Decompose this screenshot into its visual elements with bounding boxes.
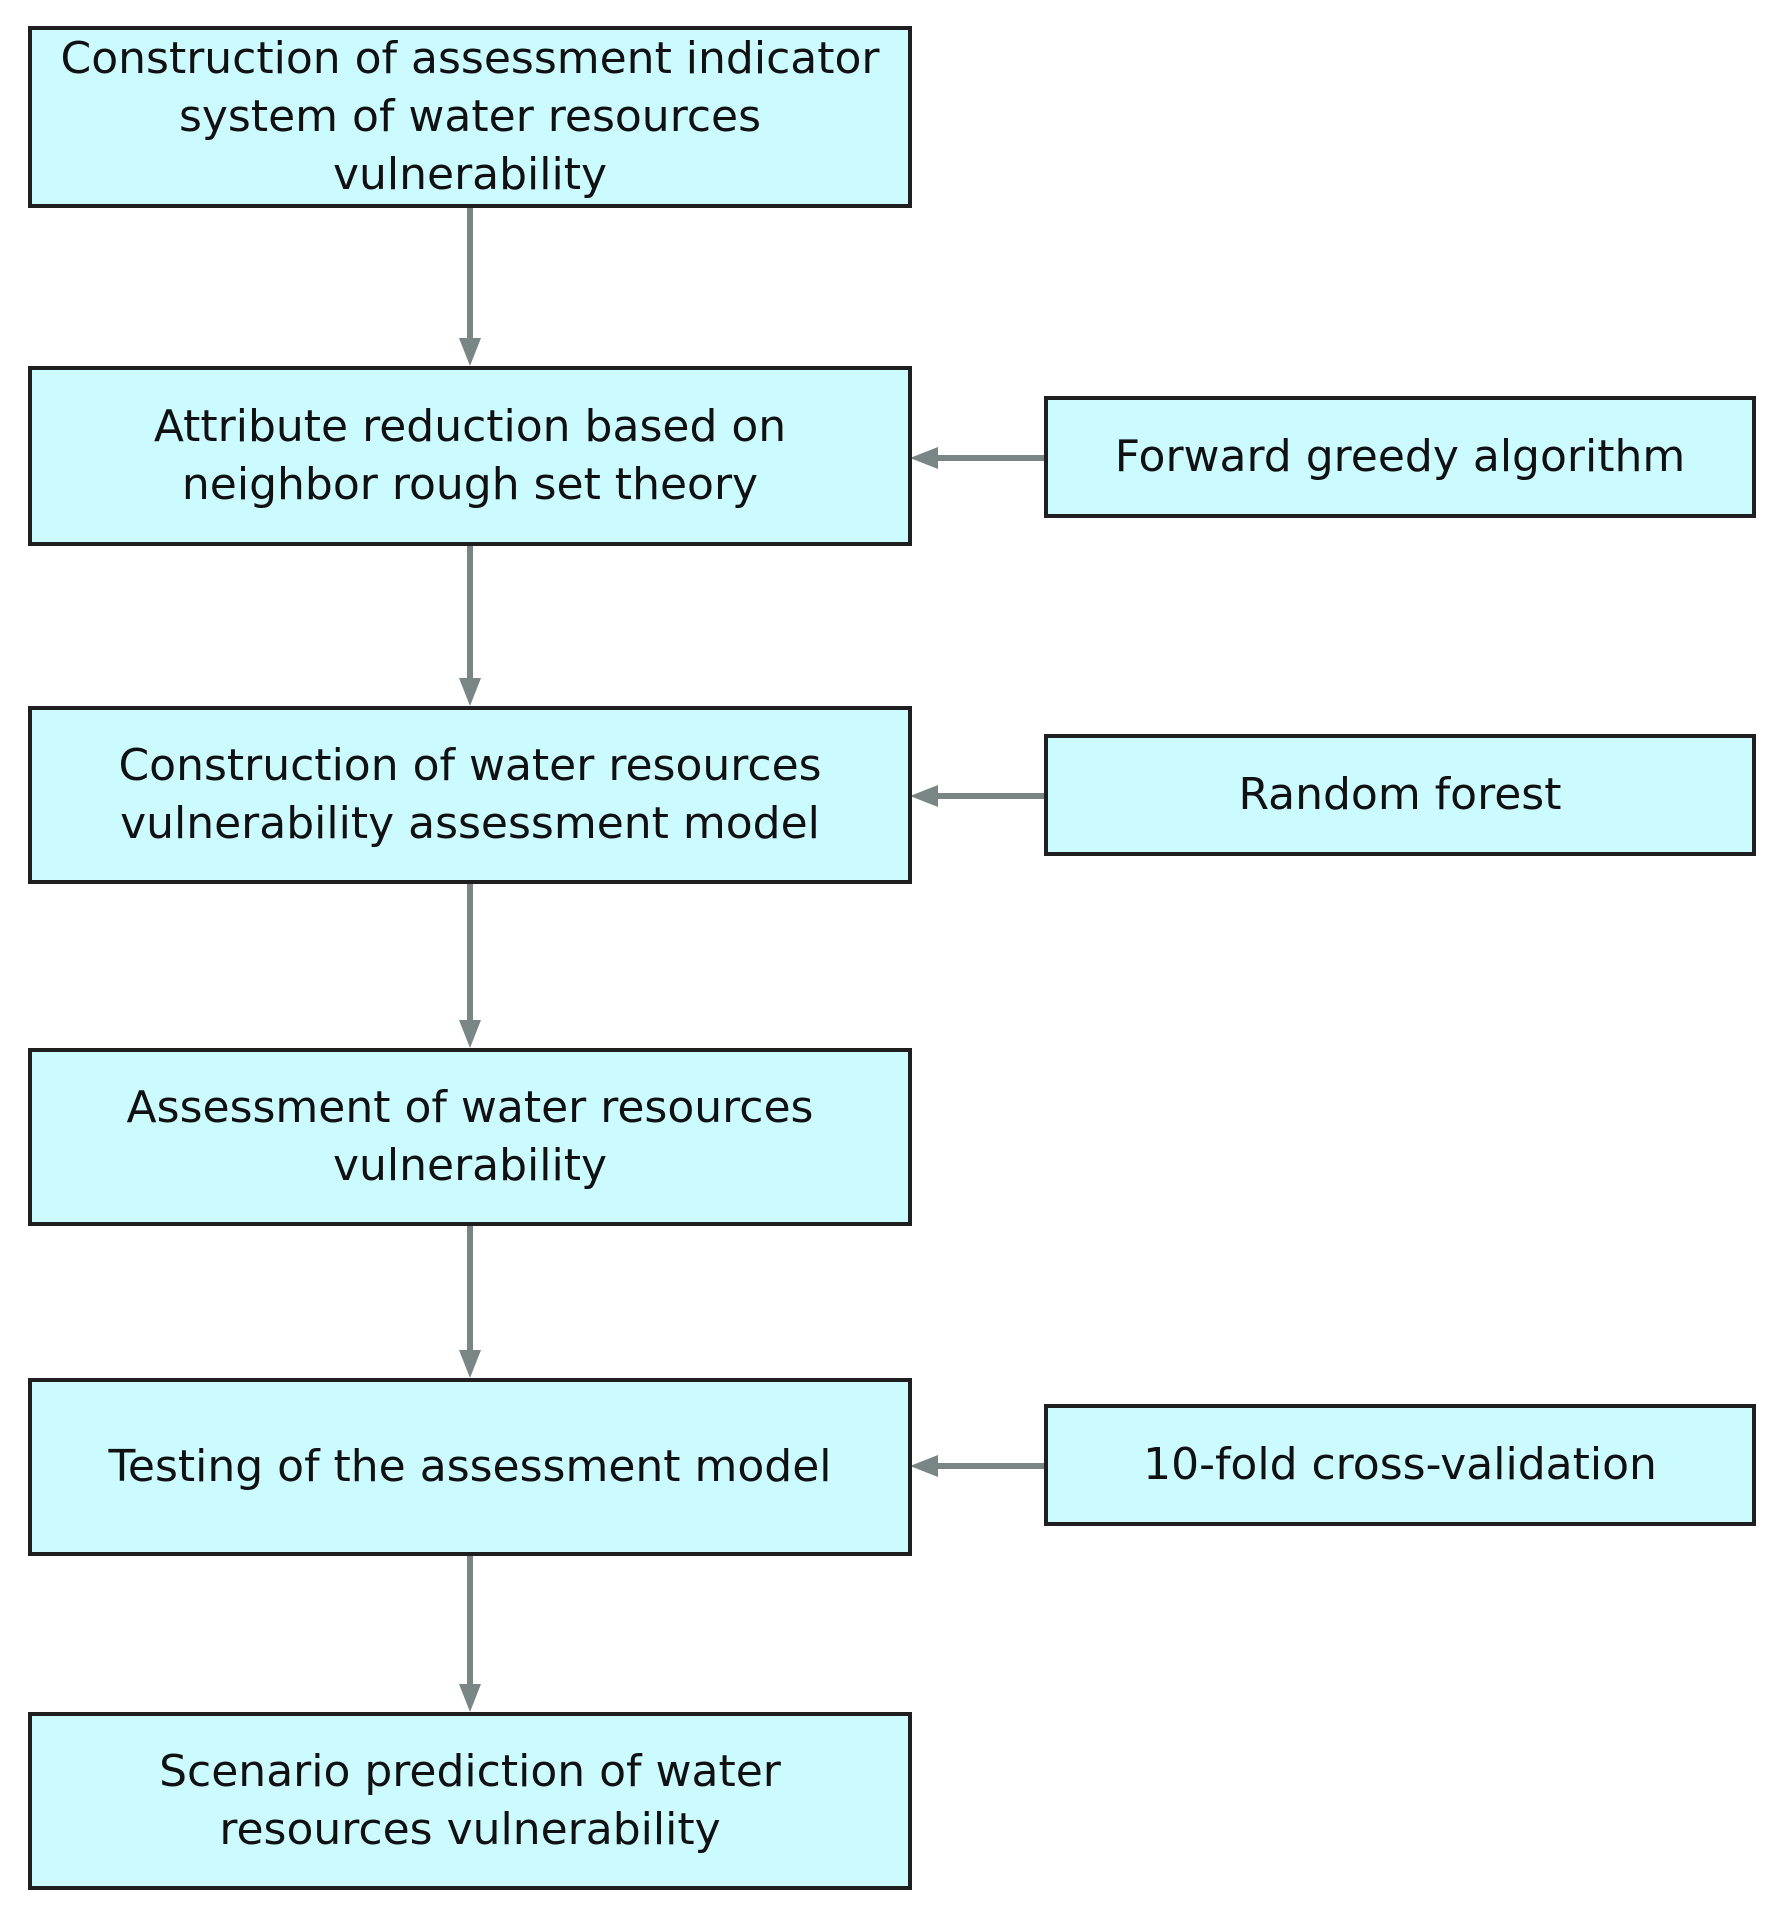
step-model-testing-box: Testing of the assessment model [28,1378,912,1556]
flow-arrow-1-to-2 [459,208,481,366]
step-assessment-model-label: Construction of water resources vulnerab… [118,739,822,849]
flow-arrow-2-to-3 [459,546,481,706]
method-random-forest-label: Random forest [1238,768,1562,820]
side-arrow-forward-greedy [910,447,1044,469]
step-indicator-system-box: Construction of assessment indicator sys… [28,26,912,208]
side-arrow-cross-validation [910,1455,1044,1477]
step-vulnerability-assessment-label: Assessment of water resources vulnerabil… [126,1081,814,1191]
method-cross-validation-label: 10-fold cross-validation [1143,1438,1657,1490]
flow-arrow-3-to-4 [459,884,481,1048]
step-scenario-prediction-box: Scenario prediction of water resources v… [28,1712,912,1890]
step-scenario-prediction-label: Scenario prediction of water resources v… [159,1745,781,1855]
side-arrow-random-forest [910,785,1044,807]
method-cross-validation-box: 10-fold cross-validation [1044,1404,1756,1526]
method-random-forest-box: Random forest [1044,734,1756,856]
step-attribute-reduction-label: Attribute reduction based on neighbor ro… [153,400,787,510]
method-forward-greedy-box: Forward greedy algorithm [1044,396,1756,518]
method-forward-greedy-label: Forward greedy algorithm [1114,430,1686,482]
step-assessment-model-box: Construction of water resources vulnerab… [28,706,912,884]
step-vulnerability-assessment-box: Assessment of water resources vulnerabil… [28,1048,912,1226]
step-indicator-system-label: Construction of assessment indicator sys… [60,32,880,201]
step-attribute-reduction-box: Attribute reduction based on neighbor ro… [28,366,912,546]
step-model-testing-label: Testing of the assessment model [108,1440,832,1492]
flow-arrow-5-to-6 [459,1556,481,1712]
flow-arrow-4-to-5 [459,1226,481,1378]
